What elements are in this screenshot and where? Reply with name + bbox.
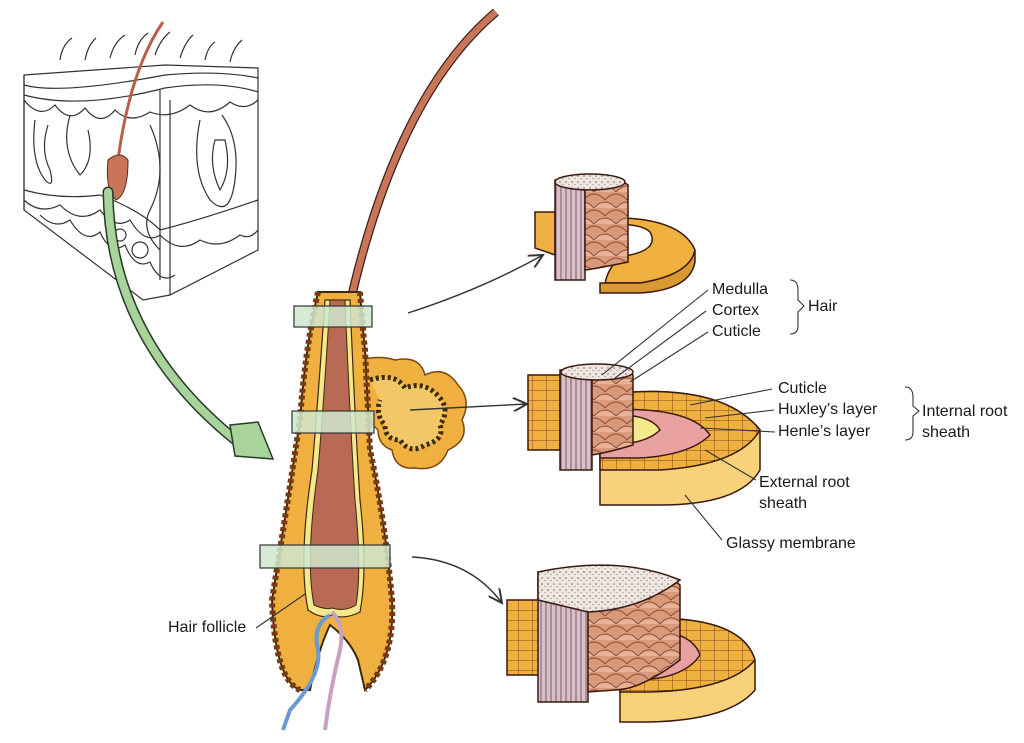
arrow-to-middle-section [409,404,527,410]
leader-lines [255,279,920,629]
section-band-top [293,305,373,328]
cross-section-middle [527,363,761,506]
label-glassy-membrane: Glassy membrane [726,535,856,552]
arrow-to-top-section [407,255,543,314]
label-internal-root-sheath-1: Internal root [922,403,1008,420]
label-external-root-sheath-2: sheath [759,495,808,512]
section-band-bottom [259,544,391,569]
label-hair-follicle: Hair follicle [168,619,247,636]
blood-vessel-pink [323,610,344,731]
skin-hair-bulb [106,154,129,201]
label-hair-cuticle: Cuticle [712,323,761,340]
label-irs-cuticle: Cuticle [778,380,827,397]
label-henles-layer: Henle’s layer [778,423,871,440]
green-arrow-head [229,421,275,460]
label-external-root-sheath-1: External root [759,474,850,491]
label-hair-group: Hair [808,298,838,315]
cross-section-top [534,173,696,294]
blood-vessel-blue [281,613,332,731]
sebaceous-gland [359,356,467,470]
label-medulla: Medulla [712,281,769,298]
arrow-to-bottom-section [411,556,502,603]
skin-hair-shaft [116,21,165,161]
cross-section-bottom [506,564,756,723]
label-cortex: Cortex [712,302,760,319]
label-internal-root-sheath-2: sheath [922,424,971,441]
hair-follicle [268,291,396,693]
section-band-middle [291,410,375,434]
skin-block-illustration [23,31,259,301]
label-huxleys-layer: Huxley’s layer [778,401,878,418]
